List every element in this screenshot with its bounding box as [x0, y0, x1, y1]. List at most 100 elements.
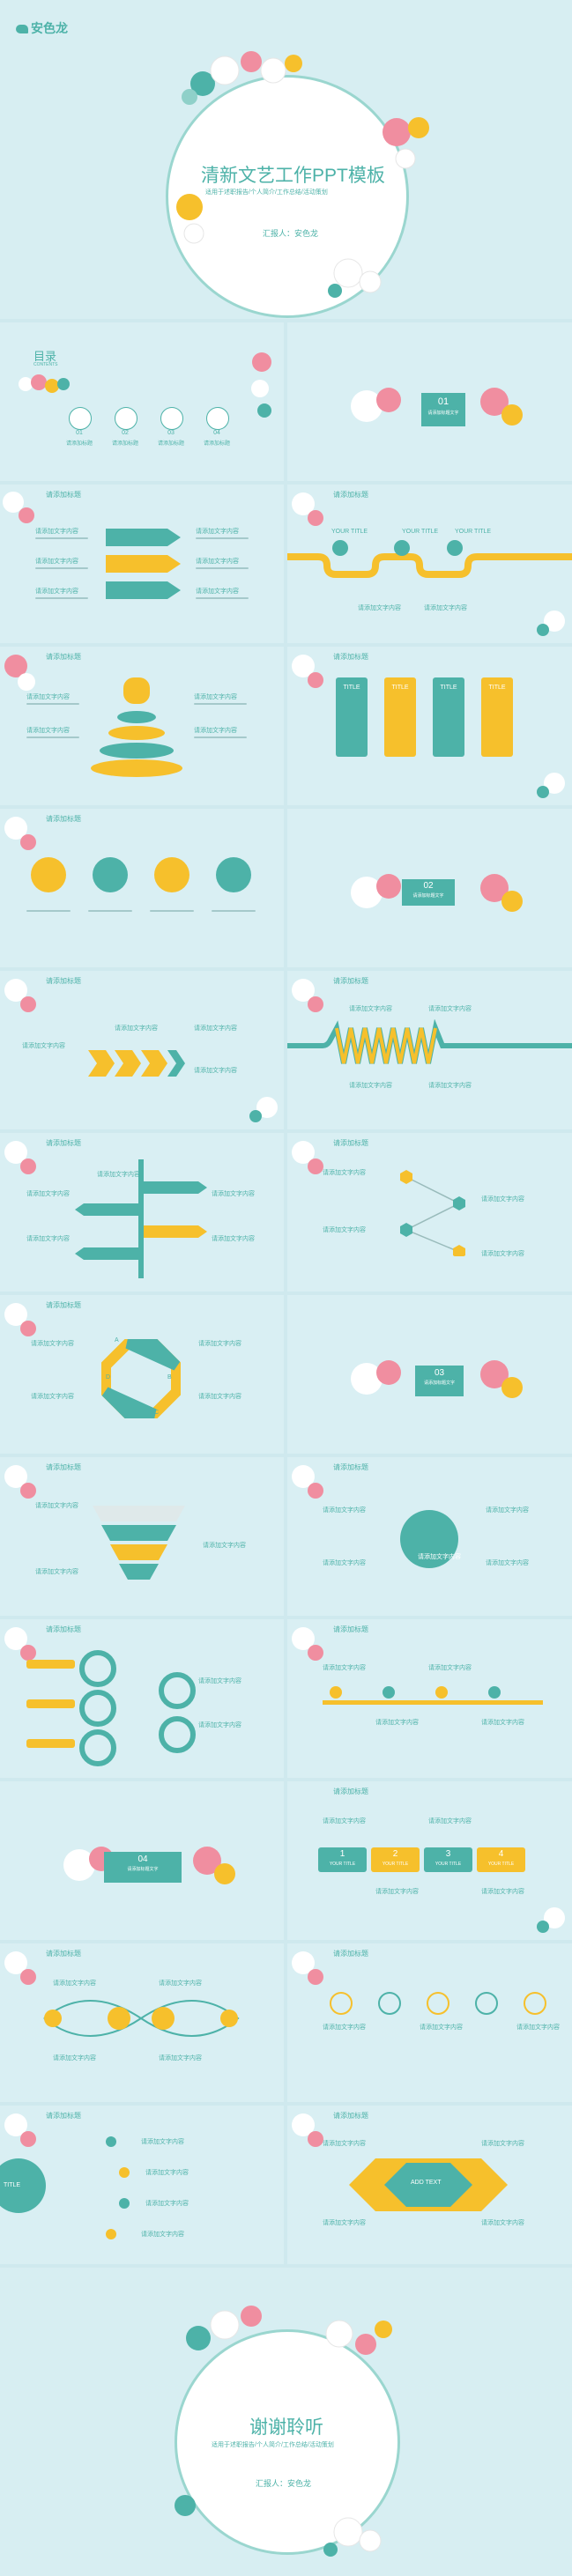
slide-title: 请添加标题 [333, 1625, 368, 1633]
toc-item-4-circle[interactable] [206, 407, 229, 430]
item-title-2: 请添加文字内容 [26, 728, 70, 734]
item-title-4: 请添加文字内容 [194, 1068, 237, 1074]
section-03-slide[interactable]: 03 请添加标题文字 [287, 1295, 572, 1454]
chevron-slide[interactable]: 请添加标题 请添加文字内容 请添加文字内容 请添加文字内容 请添加文字内容 [0, 971, 284, 1129]
item-title-3: 请添加文字内容 [194, 694, 237, 700]
toc-item-4-num: 04 [213, 430, 220, 436]
hexagon-slide[interactable]: 请添加标题 请添加文字内容 请添加文字内容 请添加文字内容 请添加文字内容 [287, 1133, 572, 1292]
item-title-1: 请添加文字内容 [35, 1503, 78, 1509]
step-4[interactable]: 4 YOUR TITLE [477, 1847, 525, 1872]
center-label: ADD TEXT [411, 2180, 442, 2186]
section-04-flowers [63, 1847, 235, 1884]
infinity-loop [43, 2000, 240, 2037]
card-4[interactable]: TITLE [481, 677, 513, 757]
ending-slide[interactable]: 谢谢聆听 适用于述职报告/个人简介/工作总结/活动策划 汇报人：安色龙 [0, 2268, 572, 2576]
step-a: A [115, 1337, 119, 1344]
donut-list-slide[interactable]: 请添加标题 请添加文字内容 请添加文字内容 [0, 1619, 284, 1778]
globe-icon [427, 1992, 449, 2015]
corner-flowers [4, 1303, 36, 1336]
target-icon [524, 1992, 546, 2015]
item-title-4: 请添加文字内容 [428, 1083, 472, 1089]
ending-circle [175, 2329, 400, 2555]
zigzag-slide[interactable]: 请添加标题 请添加文字内容 请添加文字内容 请添加文字内容 请添加文字内容 [287, 971, 572, 1129]
item-title-1: 请添加文字内容 [323, 2025, 366, 2031]
flower-cluster-left [176, 194, 204, 244]
section-04-slide[interactable]: 04 请添加标题文字 [0, 1781, 284, 1940]
zigzag-band [287, 1019, 572, 1064]
item-title-1: 请添加文字内容 [141, 2139, 184, 2145]
arrows-slide[interactable]: 请添加标题 请添加文字内容 请添加文字内容 请添加文字内容 请添加文字内容 请添… [0, 485, 284, 643]
card-1-title: TITLE [343, 685, 360, 691]
milestone-1 [330, 1686, 342, 1699]
bar-1 [26, 1660, 75, 1669]
radial-slide[interactable]: 请添加标题 TITLE 请添加文字内容 请添加文字内容 请添加文字内容 请添加文… [0, 2106, 284, 2264]
node-4 [106, 2229, 116, 2239]
item-title-1: 请添加文字内容 [323, 1665, 366, 1671]
item-title-2: 请添加文字内容 [203, 1543, 246, 1549]
item-title-2: 请添加文字内容 [428, 1006, 472, 1012]
signpost-arrows [75, 1159, 207, 1278]
step-3[interactable]: 3 YOUR TITLE [424, 1847, 472, 1872]
diamond-slide[interactable]: 请添加标题 ADD TEXT 请添加文字内容 请添加文字内容 请添加文字内容 请… [287, 2106, 572, 2264]
item-title-3: 请添加文字内容 [349, 1083, 392, 1089]
ending-flowers-bottom [323, 2517, 382, 2557]
card-3[interactable]: TITLE [433, 677, 464, 757]
donut-2 [79, 1690, 116, 1727]
path-timeline-slide[interactable]: 请添加标题 YOUR TITLE YOUR TITLE YOUR TITLE 请… [287, 485, 572, 643]
corner-flowers [4, 979, 36, 1012]
card-2[interactable]: TITLE [384, 677, 416, 757]
section-01-slide[interactable]: 01 请添加标题文字 [287, 322, 572, 481]
corner-flowers [292, 1141, 323, 1174]
ribbon-slide[interactable]: 请添加标题 请添加文字内容 请添加文字内容 请添加文字内容 [0, 1457, 284, 1616]
icon-circles-slide[interactable]: 请添加标题 [0, 809, 284, 967]
milestone-slide[interactable]: 请添加标题 请添加文字内容 请添加文字内容 请添加文字内容 请添加文字内容 [287, 1619, 572, 1778]
item-title-1: 请添加文字内容 [97, 1172, 140, 1178]
section-02-slide[interactable]: 02 请添加标题文字 [287, 809, 572, 967]
brand-name: 安色龙 [31, 21, 68, 35]
cover-subtitle: 适用于述职报告/个人简介/工作总结/活动策划 [205, 189, 328, 196]
toc-item-3-circle[interactable] [160, 407, 183, 430]
section-01-num: 01 [437, 396, 449, 407]
slide-title: 请添加标题 [333, 491, 368, 499]
ending-flowers-left [175, 2495, 196, 2516]
toc-slide[interactable]: 目录 CONTENTS 01 请添加标题 02 请添加标题 03 请添加标题 0… [0, 322, 284, 481]
step-2[interactable]: 2 YOUR TITLE [371, 1847, 420, 1872]
infinity-slide[interactable]: 请添加标题 请添加文字内容 请添加文字内容 请添加文字内容 请添加文字内容 [0, 1943, 284, 2102]
hub-slide[interactable]: 请添加标题 请添加文字内容 请添加文字内容 请添加文字内容 请添加文字内容 请添… [287, 1457, 572, 1616]
flower-cluster-bottom [328, 258, 382, 298]
icon-row-slide[interactable]: 请添加标题 请添加文字内容 请添加文字内容 请添加文字内容 [287, 1943, 572, 2102]
item-title-4: 请添加文字内容 [481, 2220, 524, 2226]
item-title-2: 请添加文字内容 [428, 1818, 472, 1825]
cover-slide[interactable]: 安色龙 清新文艺工作PPT模板 适用于述职报告/个人简介/工作总结/活动策划 汇… [0, 0, 572, 319]
signpost-slide[interactable]: 请添加标题 请添加文字内容 请添加文字内容 请添加文字内容 请添加文字内容 请添… [0, 1133, 284, 1292]
item-title-6: 请添加文字内容 [196, 588, 239, 595]
corner-flowers-br [537, 773, 565, 798]
hub-label: 请添加文字内容 [418, 1554, 461, 1560]
cover-title: 清新文艺工作PPT模板 [201, 166, 385, 186]
item-title-3: 请添加文字内容 [53, 2055, 96, 2062]
ring-slide[interactable]: 请添加标题 A B C D 请添加文字内容 请添加文字内容 请添加文字内容 请添… [0, 1295, 284, 1454]
step-3-title: YOUR TITLE [435, 1862, 462, 1867]
item-title-1: 请添加文字内容 [358, 605, 401, 611]
step-b: B [167, 1374, 172, 1381]
toc-subtitle: CONTENTS [33, 362, 58, 367]
slide-title: 请添加标题 [46, 1301, 81, 1309]
numbered-steps-slide[interactable]: 请添加标题 1 YOUR TITLE 2 YOUR TITLE 3 YOUR T… [287, 1781, 572, 1940]
toc-item-1-circle[interactable] [69, 407, 92, 430]
slide-title: 请添加标题 [333, 1788, 368, 1795]
slide-title: 请添加标题 [333, 1463, 368, 1471]
item-title-4: 请添加文字内容 [141, 2232, 184, 2238]
donut-1 [79, 1650, 116, 1687]
toc-item-2-circle[interactable] [115, 407, 137, 430]
item-title-5: 请添加文字内容 [212, 1236, 255, 1242]
corner-flowers [292, 492, 323, 526]
cards-slide[interactable]: 请添加标题 TITLE TITLE TITLE TITLE [287, 647, 572, 805]
item-title-4: 请添加文字内容 [481, 1720, 524, 1726]
phone-icon [216, 857, 251, 892]
bulb-icon [378, 1992, 401, 2015]
milestone-4 [488, 1686, 501, 1699]
step-1[interactable]: 1 YOUR TITLE [318, 1847, 367, 1872]
pyramid-slide[interactable]: 请添加标题 请添加文字内容 请添加文字内容 请添加文字内容 请添加文字内容 [0, 647, 284, 805]
card-1[interactable]: TITLE [336, 677, 368, 757]
